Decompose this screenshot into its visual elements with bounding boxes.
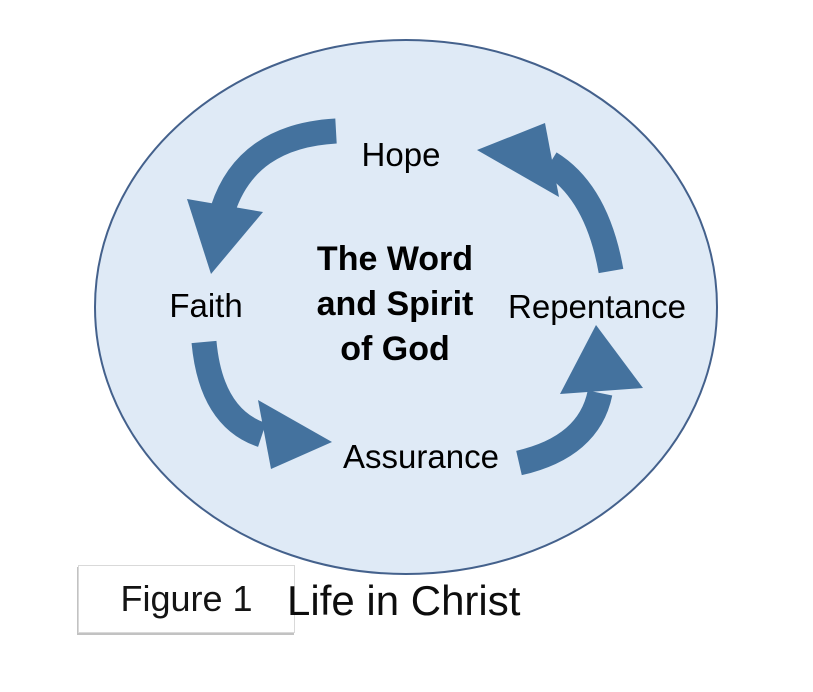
figure-label-box: Figure 1 xyxy=(78,565,295,633)
figure-caption: Figure 1 Life in Christ xyxy=(0,560,813,650)
arrow-hope-to-faith xyxy=(187,118,337,274)
arrow-assurance-to-repentance xyxy=(515,325,643,476)
center-text-line-3: of God xyxy=(340,330,450,368)
figure-title: Life in Christ xyxy=(287,577,521,624)
arrow-assurance-to-repentance-band xyxy=(515,389,613,476)
figure-label: Figure 1 xyxy=(120,578,253,619)
center-text: The Word and Spirit of God xyxy=(235,237,555,372)
arrow-hope-to-faith-head xyxy=(187,199,263,274)
arrow-repentance-to-hope-head xyxy=(477,123,559,197)
arrow-faith-to-assurance-band xyxy=(191,340,267,447)
node-label-repentance: Repentance xyxy=(508,288,686,325)
arrow-repentance-to-hope xyxy=(477,123,624,274)
arrow-hope-to-faith-band xyxy=(211,118,337,214)
node-label-faith: Faith xyxy=(169,287,243,324)
node-label-hope: Hope xyxy=(361,136,441,173)
center-text-line-1: The Word xyxy=(316,240,474,278)
node-label-assurance: Assurance xyxy=(343,438,499,475)
arrow-repentance-to-hope-band xyxy=(543,152,624,274)
arrow-assurance-to-repentance-head xyxy=(560,325,643,394)
arrow-faith-to-assurance-head xyxy=(258,400,332,469)
center-text-line-2: and Spirit xyxy=(316,285,474,323)
arrow-faith-to-assurance xyxy=(191,340,332,469)
